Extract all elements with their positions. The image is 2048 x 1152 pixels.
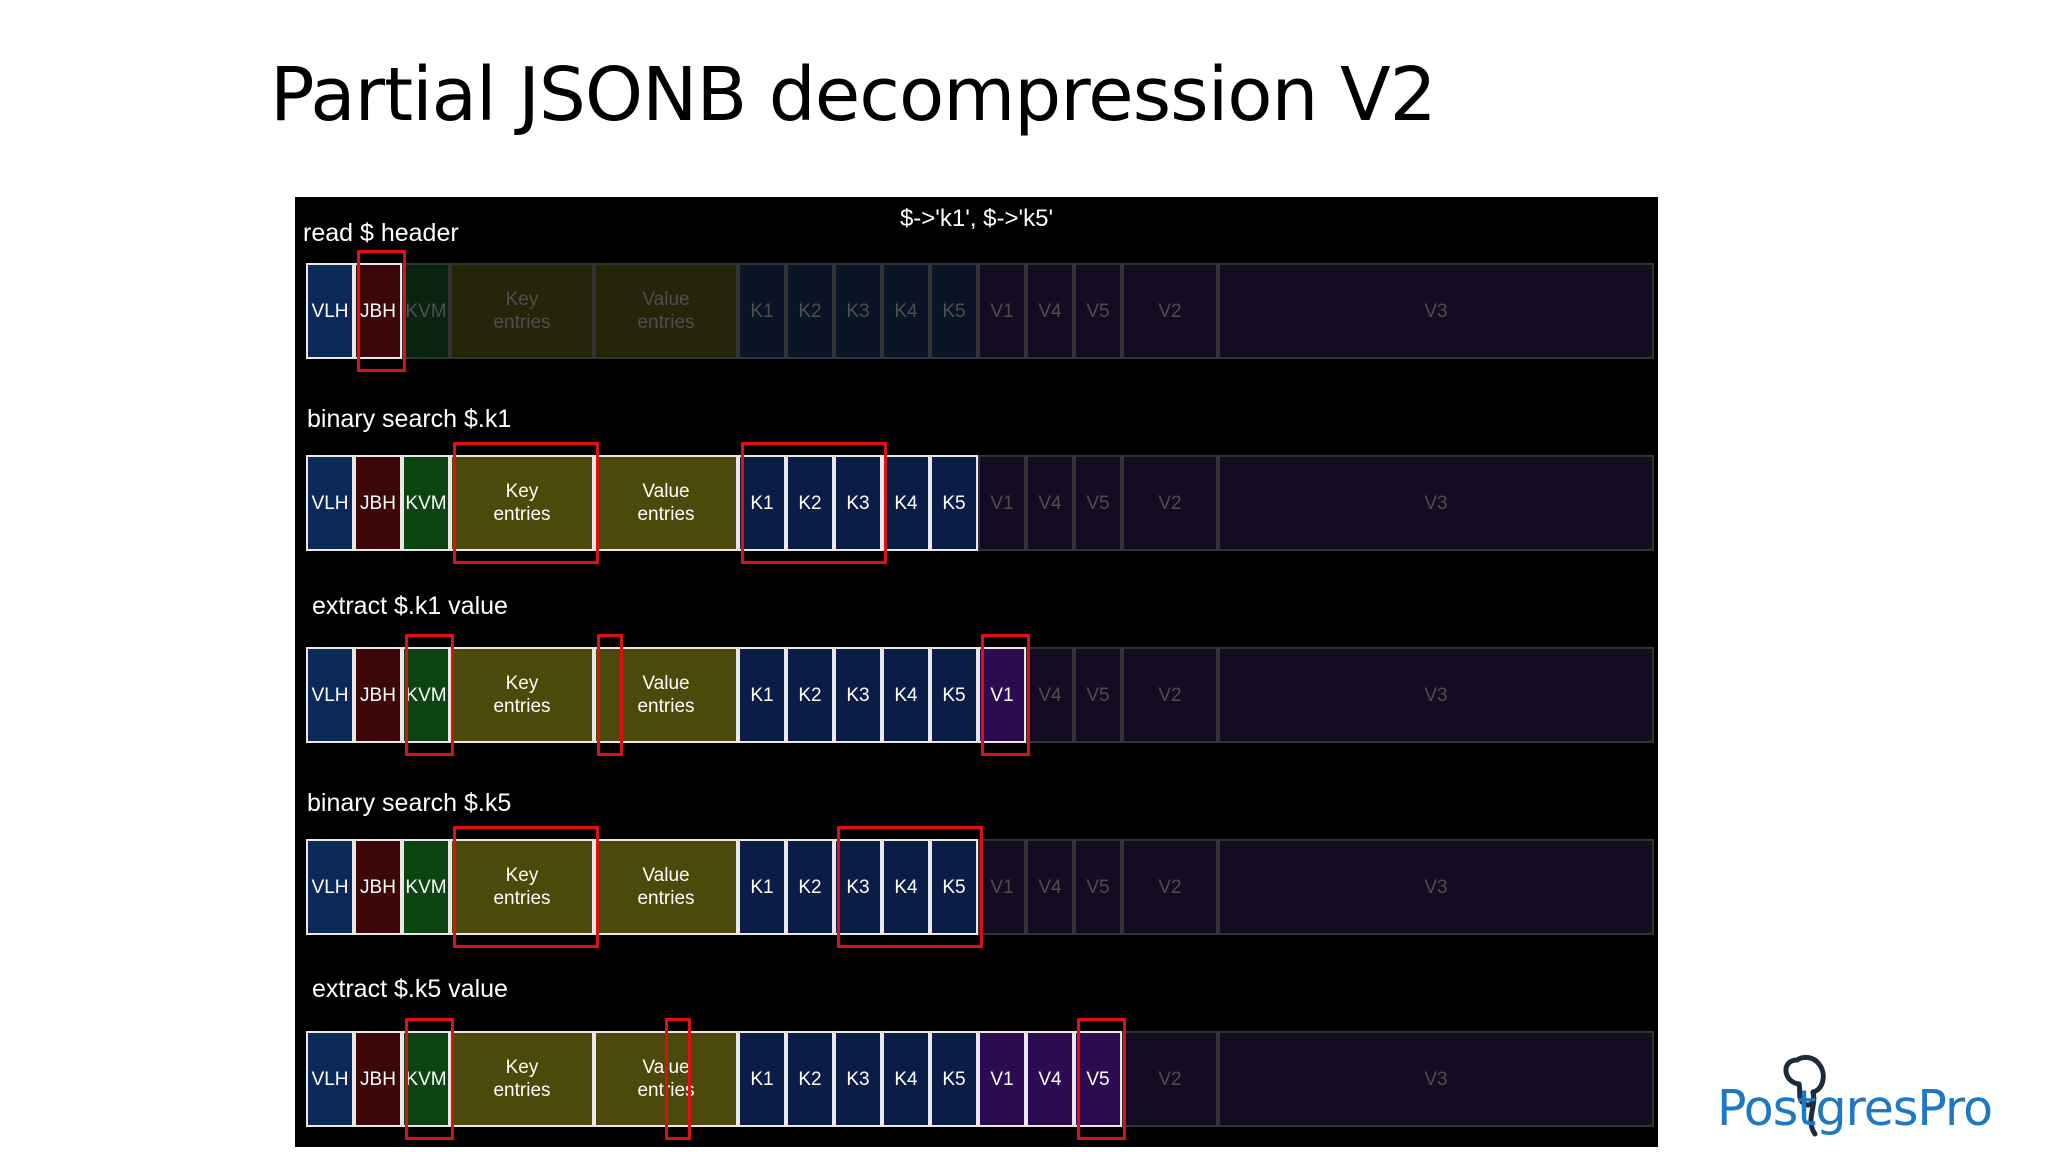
- cell-k1: K1: [738, 455, 786, 551]
- cell-k5: K5: [930, 1031, 978, 1127]
- cell-v3: V3: [1218, 1031, 1654, 1127]
- cell-v1: V1: [978, 455, 1026, 551]
- postgrespro-logo: PostgresPro: [1713, 1040, 2043, 1140]
- cell-jbh: JBH: [354, 647, 402, 743]
- cell-k3: K3: [834, 1031, 882, 1127]
- cell-v4: V4: [1026, 455, 1074, 551]
- cell-k1: K1: [738, 263, 786, 359]
- cell-v5: V5: [1074, 647, 1122, 743]
- cell-k3: K3: [834, 455, 882, 551]
- cell-k4: K4: [882, 1031, 930, 1127]
- cell-k1: K1: [738, 647, 786, 743]
- step-label: read $ header: [303, 219, 459, 247]
- cell-k4: K4: [882, 455, 930, 551]
- cell-vlh: VLH: [306, 647, 354, 743]
- cell-kvm: KVM: [402, 1031, 450, 1127]
- cell-k2: K2: [786, 1031, 834, 1127]
- cell-v2: V2: [1122, 263, 1218, 359]
- cell-v3: V3: [1218, 647, 1654, 743]
- cell-k1: K1: [738, 1031, 786, 1127]
- cell-k4: K4: [882, 263, 930, 359]
- cell-k4: K4: [882, 839, 930, 935]
- cell-k2: K2: [786, 455, 834, 551]
- cell-kvm: KVM: [402, 839, 450, 935]
- step-label: extract $.k5 value: [312, 975, 508, 1003]
- cell-v2: V2: [1122, 1031, 1218, 1127]
- cell-v3: V3: [1218, 839, 1654, 935]
- cell-k2: K2: [786, 839, 834, 935]
- cell-vlh: VLH: [306, 1031, 354, 1127]
- cell-v5: V5: [1074, 263, 1122, 359]
- cell-v1: V1: [978, 647, 1026, 743]
- query-label: $->'k1', $->'k5': [899, 205, 1054, 232]
- cell-jbh: JBH: [354, 455, 402, 551]
- cell-jbh: JBH: [354, 1031, 402, 1127]
- cell-v4: V4: [1026, 263, 1074, 359]
- cell-v1: V1: [978, 1031, 1026, 1127]
- cell-k5: K5: [930, 263, 978, 359]
- cell-v3: V3: [1218, 455, 1654, 551]
- cell-k4: K4: [882, 647, 930, 743]
- cell-v4: V4: [1026, 1031, 1074, 1127]
- cell-v4: V4: [1026, 647, 1074, 743]
- cell-v2: V2: [1122, 647, 1218, 743]
- step-label: binary search $.k5: [307, 789, 512, 817]
- cell-k2: K2: [786, 647, 834, 743]
- elephant-icon: [1783, 1054, 1826, 1137]
- cell-k1: K1: [738, 839, 786, 935]
- cell-jbh: JBH: [354, 263, 402, 359]
- cell-kvm: KVM: [402, 647, 450, 743]
- cell-vlh: VLH: [306, 839, 354, 935]
- step-label: extract $.k1 value: [312, 592, 508, 620]
- cell-vlh: VLH: [306, 263, 354, 359]
- cell-k5: K5: [930, 647, 978, 743]
- step-label: binary search $.k1: [307, 405, 512, 433]
- cell-v1: V1: [978, 263, 1026, 359]
- cell-k2: K2: [786, 263, 834, 359]
- cell-v1: V1: [978, 839, 1026, 935]
- logo-text: PostgresPro: [1717, 1080, 1993, 1137]
- cell-k3: K3: [834, 263, 882, 359]
- cell-v3: V3: [1218, 263, 1654, 359]
- cell-v2: V2: [1122, 455, 1218, 551]
- cell-k3: K3: [834, 647, 882, 743]
- cell-k5: K5: [930, 839, 978, 935]
- cell-k5: K5: [930, 455, 978, 551]
- cell-v5: V5: [1074, 839, 1122, 935]
- slide-title: Partial JSONB decompression V2: [270, 52, 1437, 138]
- cell-v5: V5: [1074, 1031, 1122, 1127]
- cell-vlh: VLH: [306, 455, 354, 551]
- cell-kvm: KVM: [402, 263, 450, 359]
- cell-kvm: KVM: [402, 455, 450, 551]
- cell-v2: V2: [1122, 839, 1218, 935]
- cell-jbh: JBH: [354, 839, 402, 935]
- cell-v4: V4: [1026, 839, 1074, 935]
- cell-v5: V5: [1074, 455, 1122, 551]
- cell-k3: K3: [834, 839, 882, 935]
